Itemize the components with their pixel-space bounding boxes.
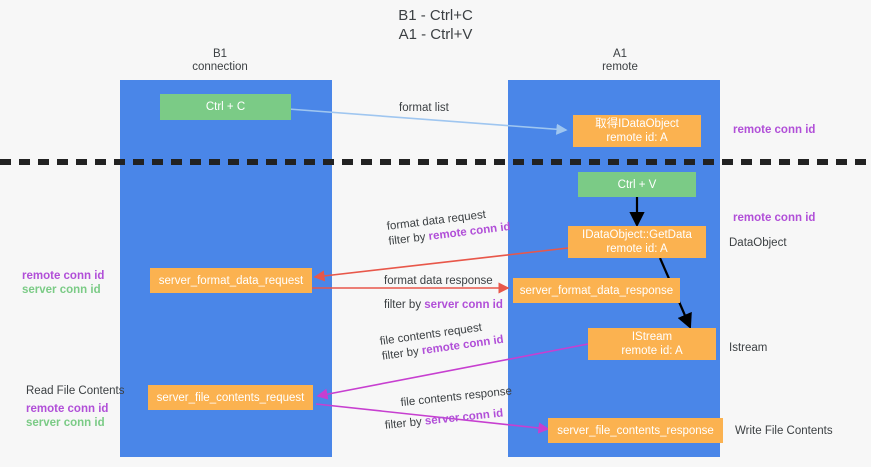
- node-fmt-req-line1: server_format_data_request: [158, 274, 304, 287]
- edge-label-file-req-filter-pre: filter by: [381, 345, 420, 363]
- node-idataobject-line1: 取得IDataObject: [595, 118, 679, 130]
- node-idataobject-getdata[interactable]: IDataObject::GetData remote id: A: [568, 226, 706, 258]
- node-file-resp-line1: server_file_contents_response: [557, 424, 714, 437]
- node-ctrl-c[interactable]: Ctrl + C: [160, 94, 291, 120]
- arrow-format-data-request: [313, 247, 569, 282]
- side-label-write-file-contents: Write File Contents: [735, 425, 833, 437]
- edge-label-fmt-resp-filter-pre: filter by: [384, 299, 422, 311]
- node-istream-line1: IStream: [631, 331, 673, 343]
- title-line-1: B1 - Ctrl+C: [398, 7, 473, 24]
- column-header-a1-name: A1: [612, 48, 628, 60]
- side-label-left-remote-conn-id-2: remote conn id: [26, 403, 109, 415]
- edge-label-format-data-response: format data response filter by server co…: [384, 274, 503, 313]
- node-server-file-contents-request[interactable]: server_file_contents_request: [148, 385, 313, 410]
- node-server-file-contents-response[interactable]: server_file_contents_response: [548, 418, 723, 443]
- title-line-2: A1 - Ctrl+V: [398, 26, 473, 43]
- arrow-file-contents-request: [316, 343, 589, 400]
- node-file-req-line1: server_file_contents_request: [156, 391, 305, 404]
- edge-label-fmt-resp-filter-key: server conn id: [424, 299, 503, 311]
- side-label-left-remote-conn-id: remote conn id: [22, 270, 105, 282]
- edge-label-fmt-req-filter-pre: filter by: [387, 231, 427, 248]
- node-server-format-data-response[interactable]: server_format_data_response: [513, 278, 680, 303]
- column-header-a1-role: remote: [602, 61, 638, 73]
- edge-label-file-resp-filter-pre: filter by: [384, 416, 423, 432]
- edge-label-format-list: format list: [399, 102, 449, 114]
- side-label-remote-conn-id-top: remote conn id: [733, 124, 816, 136]
- column-header-b1-role: connection: [192, 61, 248, 73]
- column-header-a1: A1 remote: [540, 48, 700, 74]
- side-label-left-server-conn-id: server conn id: [22, 284, 101, 296]
- node-idataobject-line2: remote id: A: [606, 132, 668, 144]
- side-label-left-server-conn-id-2: server conn id: [26, 417, 105, 429]
- side-label-dataobject: DataObject: [729, 237, 787, 249]
- node-ctrl-v[interactable]: Ctrl + V: [578, 172, 696, 197]
- node-idataobject[interactable]: 取得IDataObject remote id: A: [573, 115, 701, 147]
- arrow-file-contents-response: [315, 403, 550, 434]
- node-getdata-line2: remote id: A: [606, 243, 668, 255]
- arrow-format-list: [274, 107, 568, 135]
- side-label-read-file-contents: Read File Contents: [26, 385, 125, 397]
- page-title: B1 - Ctrl+C A1 - Ctrl+V: [0, 6, 871, 44]
- node-istream-line2: remote id: A: [621, 345, 683, 357]
- node-ctrl-c-line1: Ctrl + C: [205, 101, 246, 113]
- edge-label-fmt-resp-line1: format data response: [384, 275, 493, 287]
- side-label-istream: Istream: [729, 342, 768, 354]
- node-ctrl-v-line1: Ctrl + V: [617, 178, 657, 191]
- node-fmt-resp-line1: server_format_data_response: [519, 284, 674, 297]
- node-istream[interactable]: IStream remote id: A: [588, 328, 716, 360]
- phase-divider: [0, 159, 871, 165]
- node-getdata-line1: IDataObject::GetData: [582, 229, 692, 241]
- column-header-b1: B1 connection: [140, 48, 300, 74]
- column-header-b1-name: B1: [212, 48, 228, 60]
- node-server-format-data-request[interactable]: server_format_data_request: [150, 268, 312, 293]
- side-label-remote-conn-id-mid: remote conn id: [733, 212, 816, 224]
